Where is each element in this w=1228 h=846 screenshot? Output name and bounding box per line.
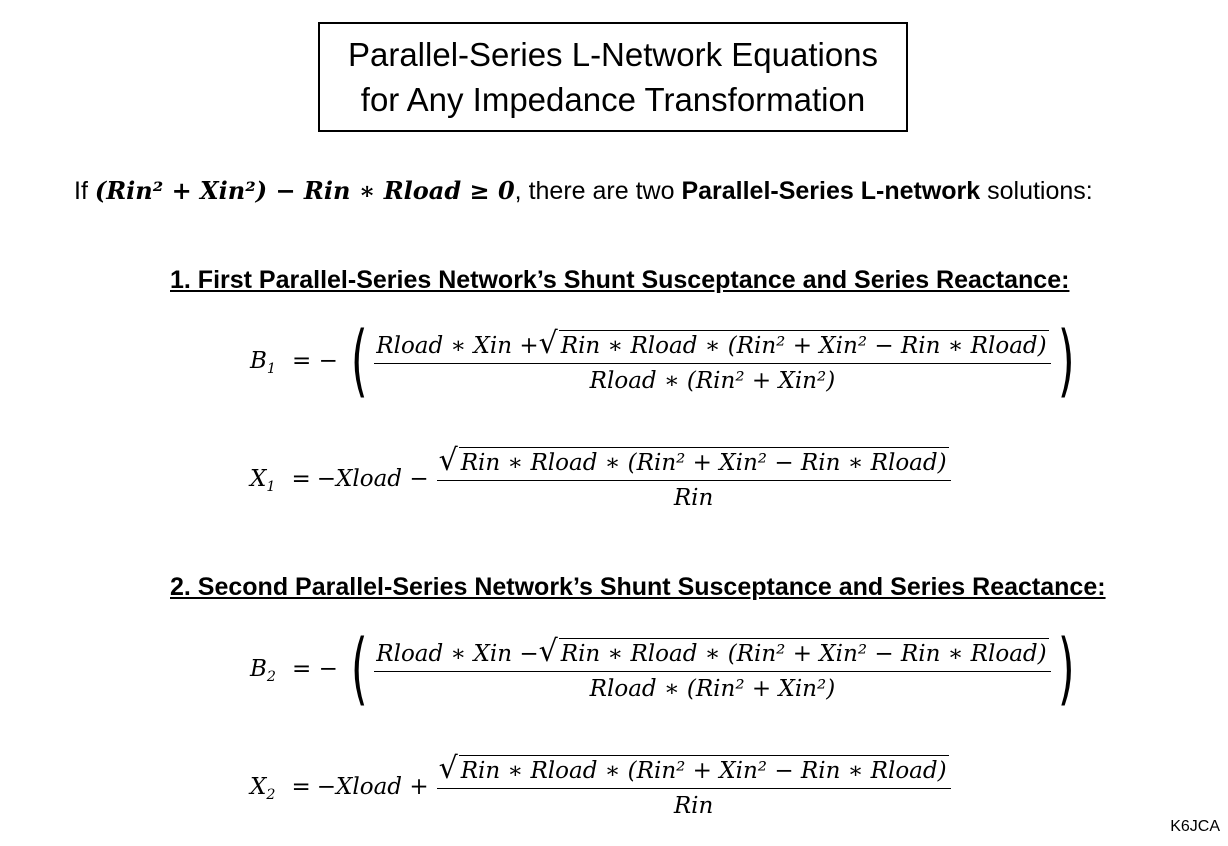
section-2-heading: 2. Second Parallel-Series Network’s Shun… (170, 573, 1106, 601)
x2-fraction: √Rin ∗ Rload ∗ (Rin² + Xin² − Rin ∗ Rloa… (436, 751, 951, 819)
sqrt-icon: √ (538, 633, 558, 669)
b1-fraction: Rload ∗ Xin + √Rin ∗ Rload ∗ (Rin² + Xin… (374, 325, 1051, 394)
b2-label: B2 (250, 656, 276, 685)
x1-label: X1 (250, 465, 276, 495)
author-credit: K6JCA (1170, 818, 1220, 835)
left-paren: ( (350, 316, 368, 406)
title-line-1: Parallel-Series L-Network Equations (347, 36, 879, 73)
x2-label: X2 (250, 773, 276, 803)
condition-prefix: If (74, 177, 88, 205)
sqrt-icon: √ (438, 443, 458, 478)
equation-b2: B2 = − ( Rload ∗ Xin − √Rin ∗ Rload ∗ (R… (250, 624, 1075, 714)
b1-label: B1 (250, 348, 276, 377)
b2-numerator-prefix: Rload ∗ Xin − (376, 640, 539, 667)
equation-x2: X2 = −Xload + √Rin ∗ Rload ∗ (Rin² + Xin… (250, 754, 951, 819)
condition-expression: (Rin² + Xin²) − Rin ∗ Rload ≥ 0 (94, 176, 515, 205)
sqrt-icon: √ (538, 325, 558, 361)
x1-prefix: −Xload − (316, 465, 429, 492)
title-line-2: for Any Impedance Transformation (360, 81, 866, 118)
x2-prefix: −Xload + (316, 773, 429, 800)
b1-sqrt: √Rin ∗ Rload ∗ (Rin² + Xin² − Rin ∗ Rloa… (538, 325, 1049, 361)
left-paren: ( (350, 624, 368, 714)
title-box: Parallel-Series L-Network Equations for … (318, 22, 908, 132)
x1-fraction: √Rin ∗ Rload ∗ (Rin² + Xin² − Rin ∗ Rloa… (436, 443, 951, 511)
b2-sqrt: √Rin ∗ Rload ∗ (Rin² + Xin² − Rin ∗ Rloa… (538, 633, 1049, 669)
x1-denominator: Rin (673, 485, 714, 511)
b2-denominator: Rload ∗ (Rin² + Xin²) (589, 675, 836, 702)
right-paren: ) (1057, 624, 1075, 714)
condition-statement: If (Rin² + Xin²) − Rin ∗ Rload ≥ 0, ther… (74, 176, 1093, 206)
b2-fraction: Rload ∗ Xin − √Rin ∗ Rload ∗ (Rin² + Xin… (374, 633, 1051, 702)
x2-sqrt: √Rin ∗ Rload ∗ (Rin² + Xin² − Rin ∗ Rloa… (438, 751, 949, 786)
x2-denominator: Rin (673, 793, 714, 819)
section-1-heading: 1. First Parallel-Series Network’s Shunt… (170, 266, 1070, 294)
right-paren: ) (1057, 316, 1075, 406)
condition-suffix: solutions: (987, 177, 1093, 205)
b1-denominator: Rload ∗ (Rin² + Xin²) (589, 367, 836, 394)
b1-numerator-prefix: Rload ∗ Xin + (376, 332, 539, 359)
condition-middle: , there are two (514, 177, 675, 205)
sqrt-icon: √ (438, 751, 458, 786)
condition-bold-term: Parallel-Series L-network (681, 177, 981, 205)
equation-b1: B1 = − ( Rload ∗ Xin + √Rin ∗ Rload ∗ (R… (250, 316, 1075, 406)
x1-sqrt: √Rin ∗ Rload ∗ (Rin² + Xin² − Rin ∗ Rloa… (438, 443, 949, 478)
equation-x1: X1 = −Xload − √Rin ∗ Rload ∗ (Rin² + Xin… (250, 446, 951, 511)
